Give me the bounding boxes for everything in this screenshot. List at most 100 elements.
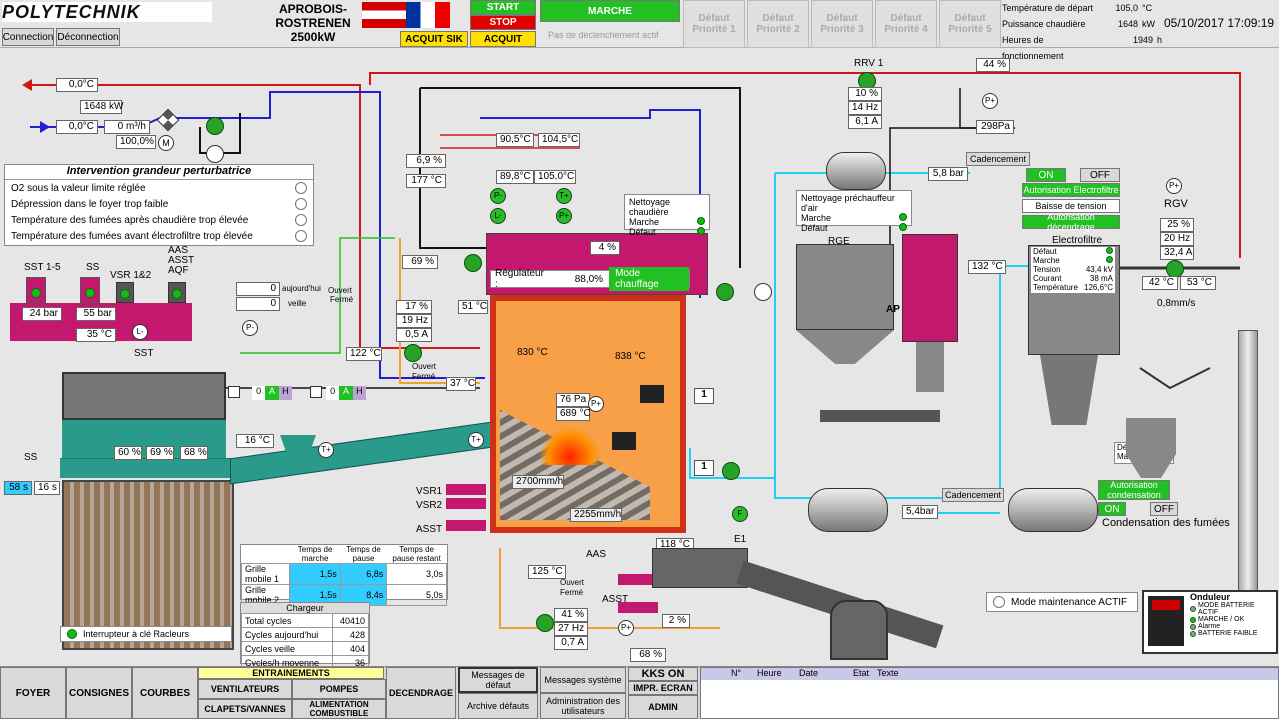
valve-2-icon[interactable]: [310, 386, 322, 398]
stop-button[interactable]: STOP: [470, 15, 536, 30]
connection-button[interactable]: Connection: [2, 28, 54, 46]
ef-row: Marche: [1031, 256, 1115, 265]
temp-898: 89,8°C: [496, 170, 534, 184]
feed-speed-1: 2700mm/h: [512, 475, 564, 489]
nav-messages-systeme[interactable]: Messages système: [540, 667, 626, 693]
vsr1-actuator[interactable]: [446, 484, 486, 495]
cadencement-button-1[interactable]: Cadencement: [966, 152, 1030, 166]
intervention-text: O2 sous la valeur limite réglée: [11, 182, 146, 194]
site-line-3: 2500kW: [290, 30, 336, 44]
austria-flag-icon[interactable]: [362, 2, 406, 28]
sst-motor-4-icon[interactable]: [168, 282, 186, 303]
nav-decendrage[interactable]: DECENDRAGE: [386, 667, 456, 719]
nav-impr-ecran[interactable]: IMPR. ECRAN: [628, 681, 698, 695]
cell-pause[interactable]: 6,8s: [339, 563, 388, 585]
regulator-label: Régulateur :: [495, 268, 544, 290]
cond-off-button[interactable]: OFF: [1150, 502, 1178, 516]
mode-button[interactable]: Mode chauffage: [609, 267, 689, 291]
level-l-minus-icon: L-: [490, 208, 506, 224]
air-fan-icon[interactable]: [404, 344, 422, 362]
nav-entrainements: ENTRAINEMENTS: [198, 667, 384, 679]
nav-kks-on[interactable]: KKS ON: [628, 667, 698, 681]
fault-priority-5[interactable]: Défaut Priorité 5: [939, 0, 1001, 48]
disconnection-button[interactable]: Déconnection: [56, 28, 120, 46]
ef-indicator: [1106, 247, 1113, 254]
cell-pause[interactable]: 8,4s: [339, 584, 388, 606]
counter-yesterday-label: veille: [288, 299, 307, 308]
sst-motor-3-icon[interactable]: [116, 282, 134, 303]
acquit-sik-button[interactable]: ACQUIT SIK: [400, 31, 468, 47]
fault-priority-2[interactable]: Défaut Priorité 2: [747, 0, 809, 48]
vsr2-actuator[interactable]: [446, 498, 486, 509]
nav-consignes[interactable]: CONSIGNES: [66, 667, 132, 719]
cadencement-button-2[interactable]: Cadencement: [942, 488, 1004, 502]
cell-remaining: 3,0s: [386, 563, 447, 585]
fault-priority-1[interactable]: Défaut Priorité 1: [683, 0, 745, 48]
header-cell: [242, 545, 290, 564]
nav-messages-defaut[interactable]: Messages de défaut: [458, 667, 538, 693]
pressure-p-plus-icon: P+: [556, 208, 572, 224]
aas-actuator-2[interactable]: [618, 602, 658, 613]
sst-motor-2-icon[interactable]: [80, 277, 100, 303]
flue-fan-icon[interactable]: [716, 283, 734, 301]
ash-motor-icon[interactable]: [722, 462, 740, 480]
fault-priority-4[interactable]: Défaut Priorité 4: [875, 0, 937, 48]
auth-decendrage: Autorisation décendrage: [1022, 212, 1120, 232]
nav-foyer[interactable]: FOYER: [0, 667, 66, 719]
circulation-pump-icon[interactable]: [464, 254, 482, 272]
valve-pct-68: 68 %: [630, 648, 666, 662]
pump-2-icon[interactable]: [206, 145, 224, 163]
air-cleaning-item: Marche: [801, 213, 907, 223]
ef-indicator: [1106, 256, 1113, 263]
fault-priority-3[interactable]: Défaut Priorité 3: [811, 0, 873, 48]
site-line-1: APROBOIS-: [278, 2, 347, 16]
ef-label: Marche: [1033, 256, 1060, 265]
nav-clapets[interactable]: CLAPETS/VANNES: [198, 699, 292, 719]
sst-motor-1-icon[interactable]: [26, 277, 46, 303]
nav-admin-users[interactable]: Administration des utilisateurs: [540, 693, 626, 719]
acquit-button[interactable]: ACQUIT: [470, 31, 536, 47]
maintenance-radio[interactable]: [993, 596, 1005, 608]
start-button[interactable]: START: [470, 0, 536, 15]
marche-status: MARCHE: [540, 0, 680, 22]
nav-admin[interactable]: ADMIN: [628, 695, 698, 719]
pump-1-icon[interactable]: [206, 117, 224, 135]
nav-courbes[interactable]: COURBES: [132, 667, 198, 719]
aas-actuator-1[interactable]: [618, 574, 658, 585]
ups-indicator: [1190, 630, 1196, 637]
stat-label: Température de départ: [1002, 3, 1094, 13]
ef-off-button[interactable]: OFF: [1080, 168, 1120, 182]
asst-actuator[interactable]: [446, 520, 486, 531]
logo: POLYTECHNIK: [2, 2, 212, 22]
recirc-fan-icon[interactable]: [536, 614, 554, 632]
air-cleaning-indicator: [899, 223, 907, 231]
nav-pompes[interactable]: POMPES: [292, 679, 386, 699]
screw-conveyor: [820, 410, 940, 422]
grate-pct-3: 68 %: [180, 446, 208, 460]
ef-on-button[interactable]: ON: [1026, 168, 1066, 182]
electrofiltre-title: Electrofiltre: [1052, 235, 1103, 246]
feeder-hopper: [62, 372, 226, 420]
regulator-value: 88,0%: [574, 273, 604, 285]
loader-label: Cycles veille: [240, 641, 334, 656]
nav-alimentation[interactable]: ALIMENTATION COMBUSTIBLE: [292, 699, 386, 719]
nav-archive-defauts[interactable]: Archive défauts: [458, 693, 538, 719]
ouvert-label-2: Ouvert: [412, 362, 437, 371]
ferme-label-1: Fermé: [330, 295, 354, 304]
ups-item-label: BATTERIE FAIBLE: [1198, 630, 1258, 637]
nav-ventilateurs[interactable]: VENTILATEURS: [198, 679, 292, 699]
stat-unit: kW: [1142, 19, 1155, 29]
message-list[interactable]: N° Heure Date Etat Texte: [700, 667, 1279, 719]
valve-1-icon[interactable]: [228, 386, 240, 398]
cond-on-button[interactable]: ON: [1098, 502, 1126, 516]
cell-run[interactable]: 1,5s: [289, 563, 341, 585]
valve-pct-2: 2 %: [662, 614, 690, 628]
france-flag-icon[interactable]: [406, 2, 450, 28]
temp-1050: 105,0°C: [534, 170, 576, 184]
cond-bar: 5,4bar: [902, 505, 938, 519]
indicator-radio: [295, 230, 307, 242]
